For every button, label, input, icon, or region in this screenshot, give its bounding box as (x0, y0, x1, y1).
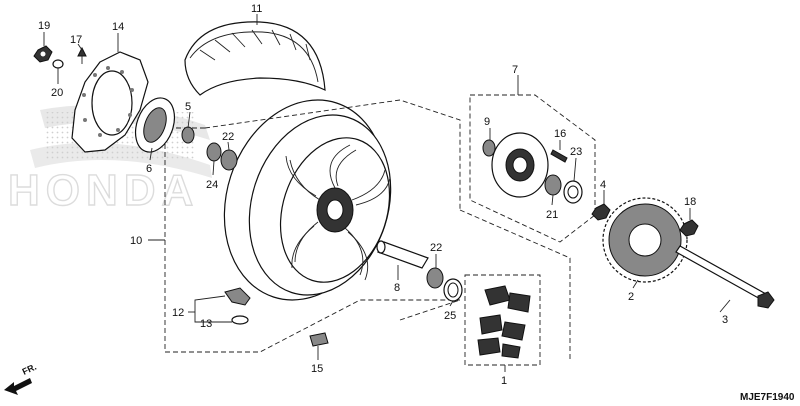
damper-15 (309, 332, 329, 347)
callout-21: 21 (546, 209, 558, 221)
callout-17: 17 (70, 34, 82, 46)
callout-15: 15 (311, 363, 323, 375)
callout-22-left: 22 (222, 131, 234, 143)
callout-18: 18 (684, 196, 696, 208)
diagram-code: MJE7F1940 (740, 392, 795, 403)
axle-spacer (376, 240, 429, 269)
direction-arrow: FR. (4, 362, 38, 395)
callout-4: 4 (600, 179, 606, 191)
rear-axle (675, 245, 775, 309)
bearing-5 (181, 126, 195, 144)
watermark-text: HONDA (8, 166, 199, 215)
callout-20: 20 (51, 87, 63, 99)
bolt-18 (679, 219, 699, 237)
callout-9: 9 (484, 116, 490, 128)
callout-7: 7 (512, 64, 518, 76)
callout-19: 19 (38, 20, 50, 32)
callout-labels: 19 20 17 14 11 5 6 22 24 10 7 9 16 23 21… (38, 3, 728, 387)
driven-flange (482, 132, 583, 204)
brake-disc (71, 51, 149, 153)
nut-washer (33, 45, 87, 69)
dust-seal (134, 97, 176, 153)
bearings-right (426, 267, 463, 302)
callout-24: 24 (206, 179, 218, 191)
tire (184, 21, 326, 96)
callout-5: 5 (185, 101, 191, 113)
callout-6: 6 (146, 163, 152, 175)
callout-12: 12 (172, 307, 184, 319)
bearings-left (206, 142, 238, 171)
sprocket (602, 197, 688, 283)
nut-4 (591, 203, 611, 221)
callout-10: 10 (130, 235, 142, 247)
callout-22-right: 22 (430, 242, 442, 254)
direction-label: FR. (21, 362, 38, 377)
callout-11: 11 (251, 3, 262, 15)
callout-25: 25 (444, 310, 456, 322)
leader-lines (43, 14, 731, 372)
callout-2: 2 (628, 291, 634, 303)
callout-8: 8 (394, 282, 400, 294)
callout-1: 1 (501, 375, 507, 387)
air-valve (224, 287, 251, 325)
callout-3: 3 (722, 314, 728, 326)
wheel (223, 99, 392, 301)
callout-13: 13 (200, 318, 212, 330)
callout-14: 14 (112, 21, 124, 33)
callout-16: 16 (554, 128, 566, 140)
callout-23: 23 (570, 146, 582, 158)
damper-rubbers (477, 285, 531, 359)
